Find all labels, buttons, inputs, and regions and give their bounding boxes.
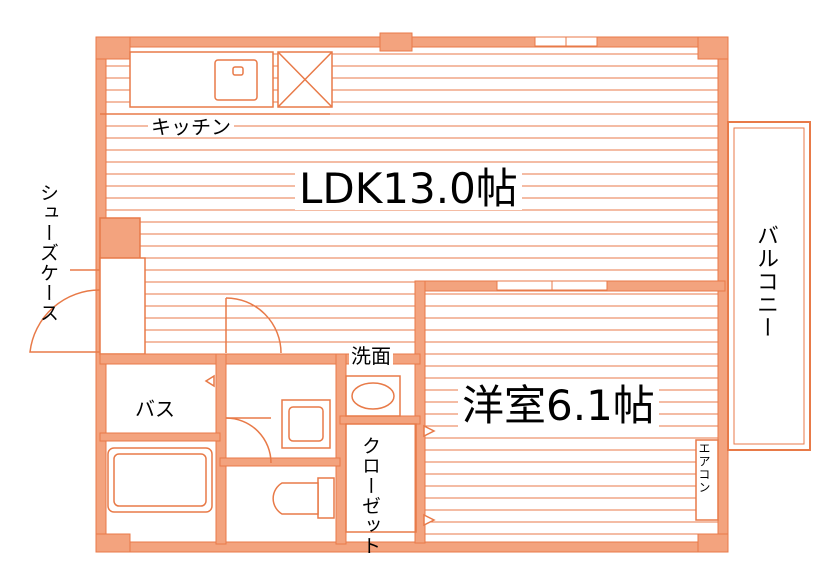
closet-label: クローゼット: [359, 436, 381, 556]
wash-basin: [281, 375, 401, 449]
aircon-label: エアコン: [697, 442, 711, 494]
washroom-label: 洗面: [349, 344, 393, 368]
wet-area-walls: [99, 353, 421, 545]
ldk-label: LDK13.0帖: [295, 168, 522, 210]
western-room-label: 洋室6.1帖: [458, 385, 659, 427]
closet: [345, 423, 417, 533]
balcony: [727, 121, 811, 451]
kitchen-label: キッチン: [148, 117, 234, 137]
shoe-case-label: シューズケース: [37, 183, 59, 323]
bath-label: バス: [135, 397, 175, 421]
top-window: [534, 36, 598, 47]
sliding-door: [496, 280, 608, 291]
balcony-label: バルコニー: [753, 224, 778, 339]
interior-doors: [204, 297, 436, 527]
ldk-floor: [100, 45, 725, 352]
entrance: [29, 217, 146, 355]
kitchen-counter: [100, 51, 333, 115]
toilet: [272, 477, 335, 519]
aircon-unit: [695, 439, 719, 521]
bathtub: [107, 447, 213, 513]
